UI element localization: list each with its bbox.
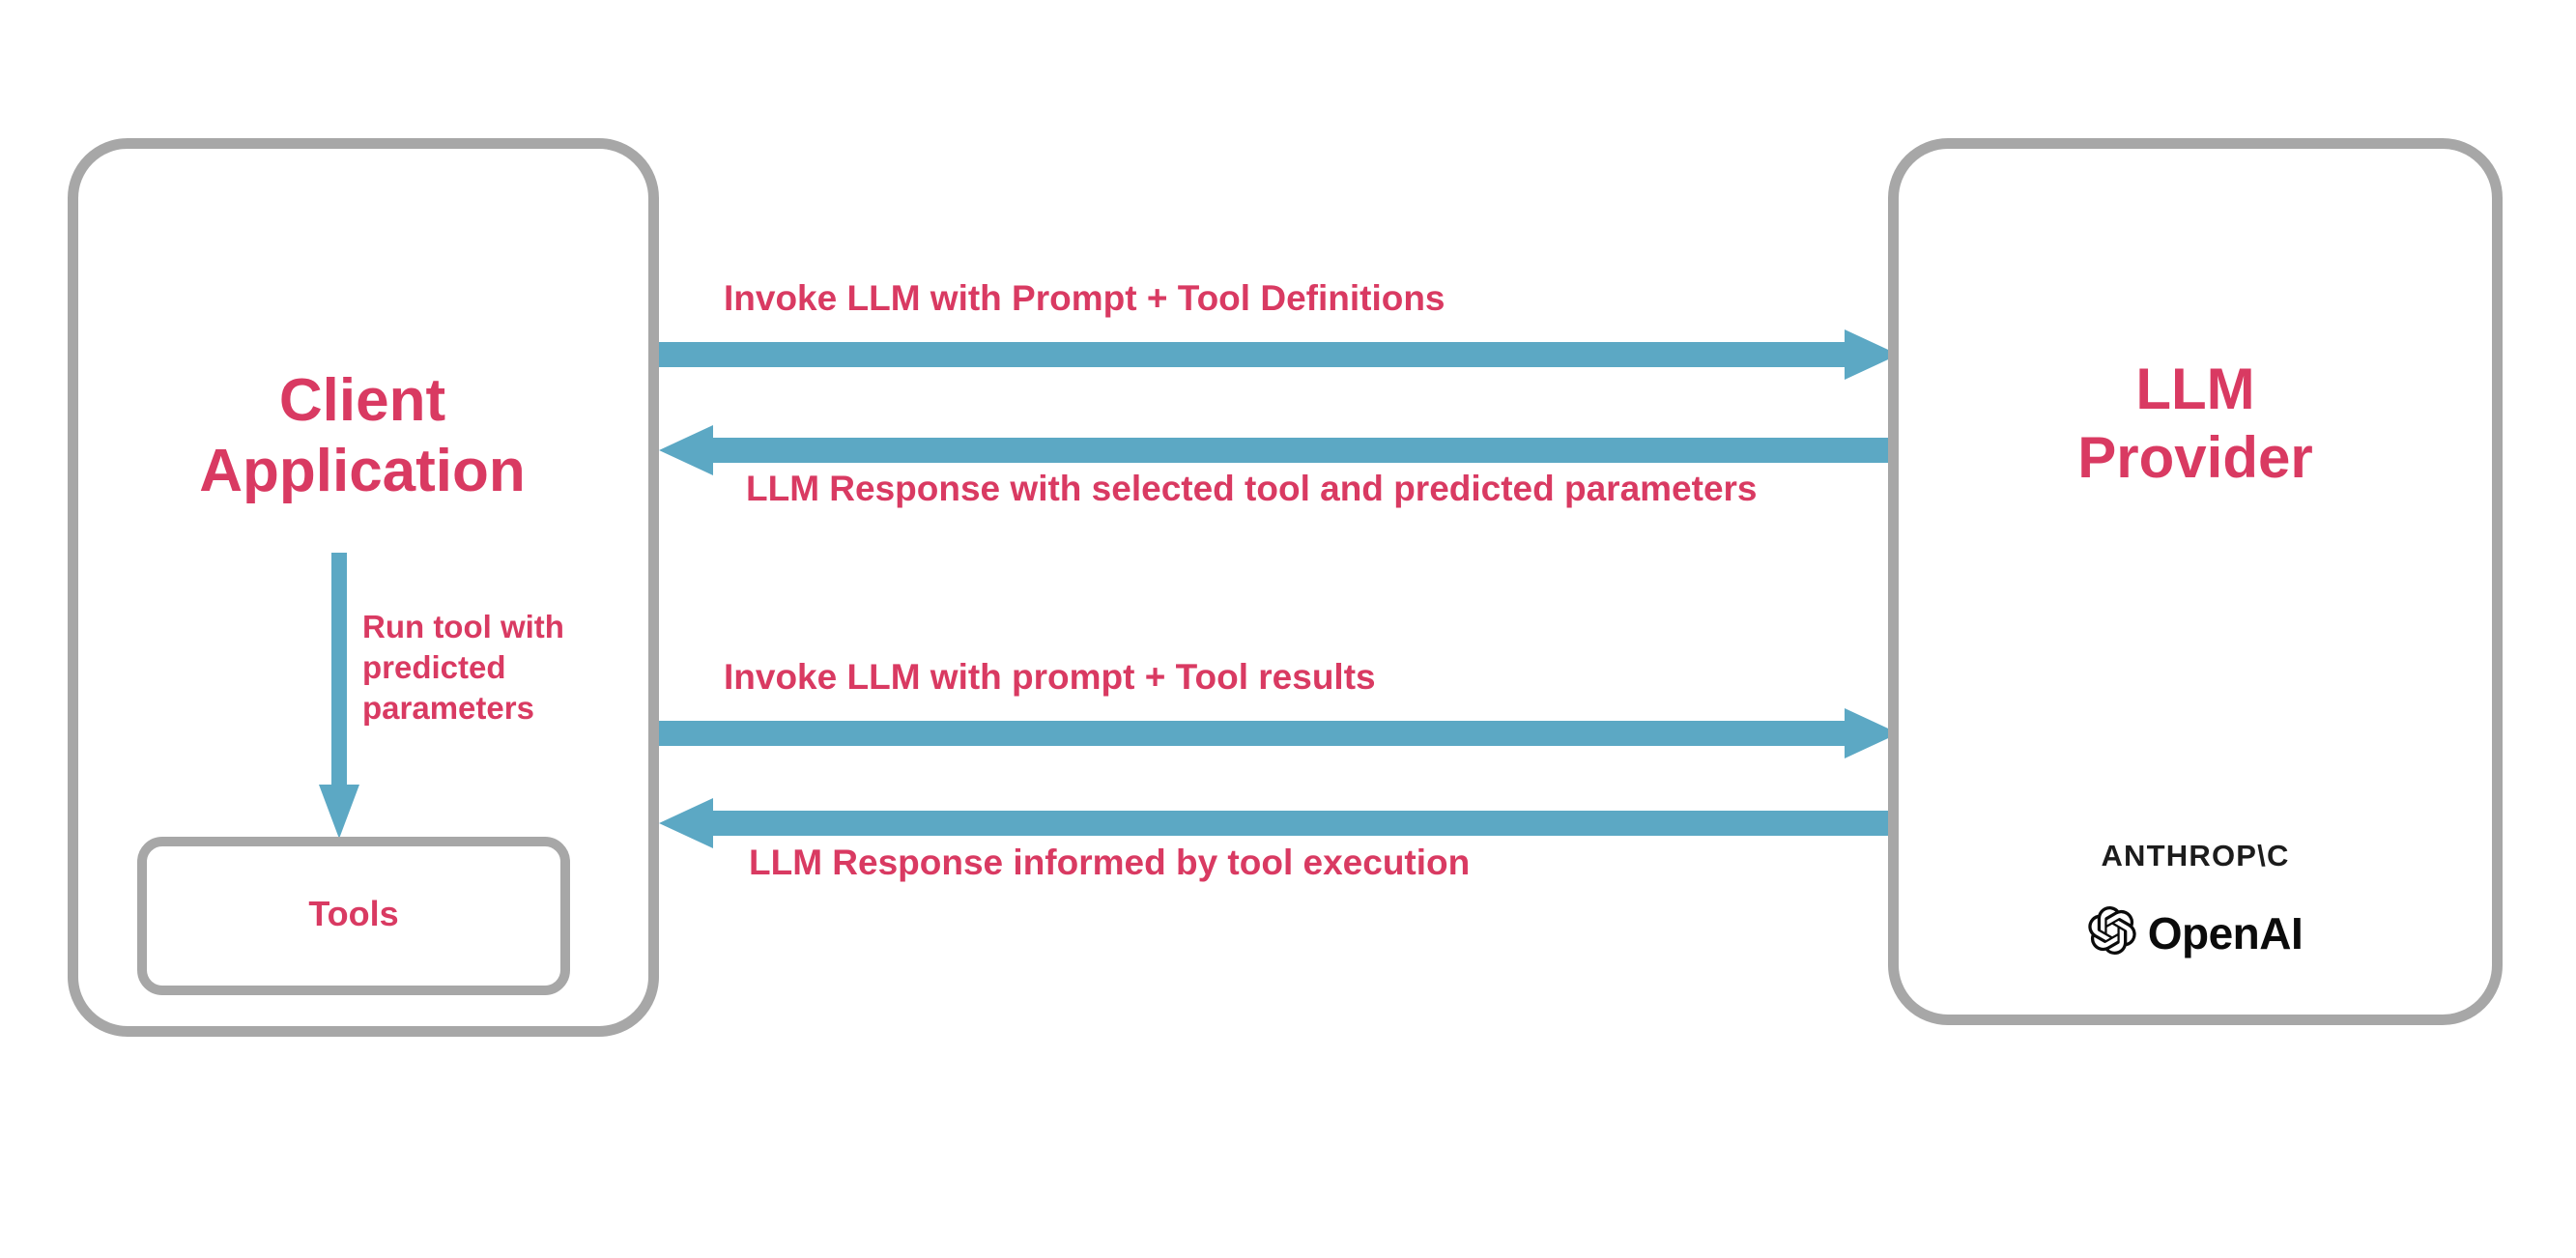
openai-mark-icon [2088,906,2136,959]
caption-response-selected-tool: LLM Response with selected tool and pred… [746,469,1758,508]
client-application-label: Client Application [199,367,526,505]
run-tool-caption: Run tool with predicted parameters [362,609,564,727]
caption-response-tool-execution: LLM Response informed by tool execution [749,843,1471,882]
caption-invoke-tool-definitions: Invoke LLM with Prompt + Tool Definition… [724,278,1445,318]
arrow-response-tool-execution [659,798,1899,848]
openai-wordmark: OpenAI [2147,907,2304,958]
tools-box[interactable] [137,837,570,995]
arrow-invoke-tool-results [659,708,1899,758]
llm-provider-label: LLM Provider [2077,357,2313,490]
run-tool-arrow [319,553,359,843]
arrow-response-selected-tool [659,425,1899,475]
anthropic-logo: ANTHROP\C [2101,839,2290,872]
arrow-invoke-tool-definitions [659,329,1899,380]
llm-provider-box[interactable] [1888,138,2503,1025]
caption-invoke-tool-results: Invoke LLM with prompt + Tool results [724,657,1376,697]
tools-label: Tools [308,894,399,933]
openai-logo: OpenAI [1913,906,2477,959]
